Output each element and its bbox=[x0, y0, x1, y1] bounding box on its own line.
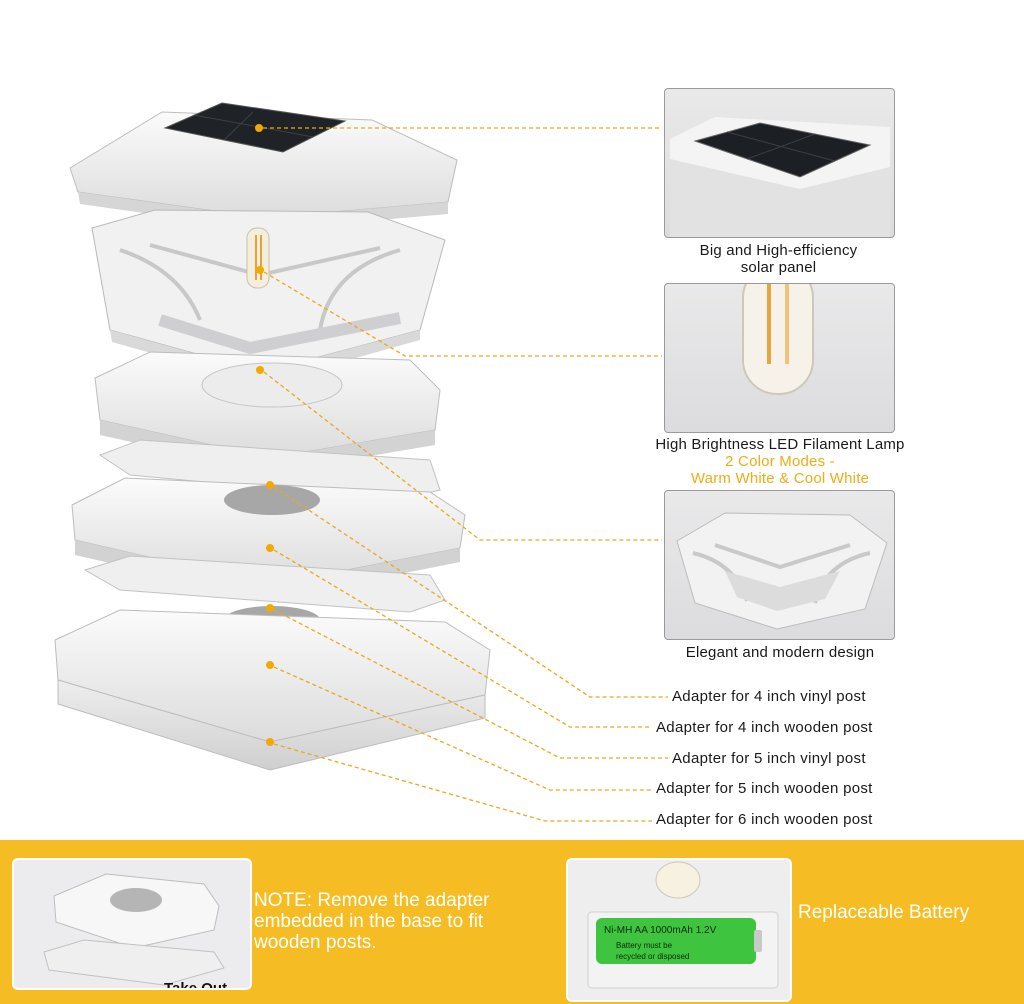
bottom-info-band: Take Out NOTE: Remove the adapter embedd… bbox=[0, 840, 1024, 1004]
adapter-label-5-vinyl: Adapter for 5 inch vinyl post bbox=[672, 750, 866, 767]
lantern-design-closeup bbox=[664, 490, 895, 640]
adapter-label-6-wooden: Adapter for 6 inch wooden post bbox=[656, 811, 873, 828]
filament-lamp-closeup bbox=[664, 283, 895, 433]
design-caption: Elegant and modern design bbox=[630, 644, 930, 661]
exploded-post-cap-illustration bbox=[54, 102, 668, 822]
battery-print-line1: Ni-MH AA 1000mAh 1.2V bbox=[604, 925, 717, 936]
battery-print-line3: recycled or disposed bbox=[616, 952, 689, 961]
solar-panel-caption: Big and High-efficiency solar panel bbox=[664, 242, 893, 276]
solar-lid-part bbox=[69, 102, 458, 230]
adapter-label-4-wooden: Adapter for 4 inch wooden post bbox=[656, 719, 873, 736]
solar-caption-line1: Big and High-efficiency bbox=[699, 242, 858, 259]
take-out-label: Take Out bbox=[164, 980, 228, 990]
adapter-label-5-wooden: Adapter for 5 inch wooden post bbox=[656, 780, 873, 797]
battery-icon: Ni-MH AA 1000mAh 1.2V Battery must be re… bbox=[568, 860, 790, 1000]
lamp-caption-line1: High Brightness LED Filament Lamp bbox=[655, 436, 905, 453]
adapter-removal-icon bbox=[43, 873, 225, 986]
leader-lines bbox=[255, 124, 668, 822]
solar-caption-line2: solar panel bbox=[740, 259, 817, 276]
filament-lamp-caption: High Brightness LED Filament Lamp 2 Colo… bbox=[630, 436, 930, 487]
replaceable-battery-label: Replaceable Battery bbox=[798, 902, 970, 923]
take-out-illustration: Take Out bbox=[12, 858, 252, 990]
filament-bulb bbox=[246, 227, 270, 289]
lamp-caption-line3: Warm White & Cool White bbox=[690, 470, 870, 487]
base-part bbox=[54, 609, 491, 771]
lantern-shade-icon bbox=[676, 512, 888, 630]
battery-print-line2: Battery must be bbox=[616, 941, 673, 950]
solar-panel-closeup bbox=[664, 88, 895, 238]
design-caption-line1: Elegant and modern design bbox=[685, 644, 875, 661]
solar-panel bbox=[163, 102, 347, 153]
lamp-caption-line2: 2 Color Modes - bbox=[725, 453, 835, 470]
solar-panel-icon bbox=[670, 117, 890, 237]
adapter-label-4-vinyl: Adapter for 4 inch vinyl post bbox=[672, 688, 866, 705]
battery-compartment-photo: Ni-MH AA 1000mAh 1.2V Battery must be re… bbox=[566, 858, 792, 1002]
note-text: NOTE: Remove the adapter embedded in the… bbox=[254, 890, 490, 953]
filament-bulb-icon bbox=[742, 284, 814, 395]
